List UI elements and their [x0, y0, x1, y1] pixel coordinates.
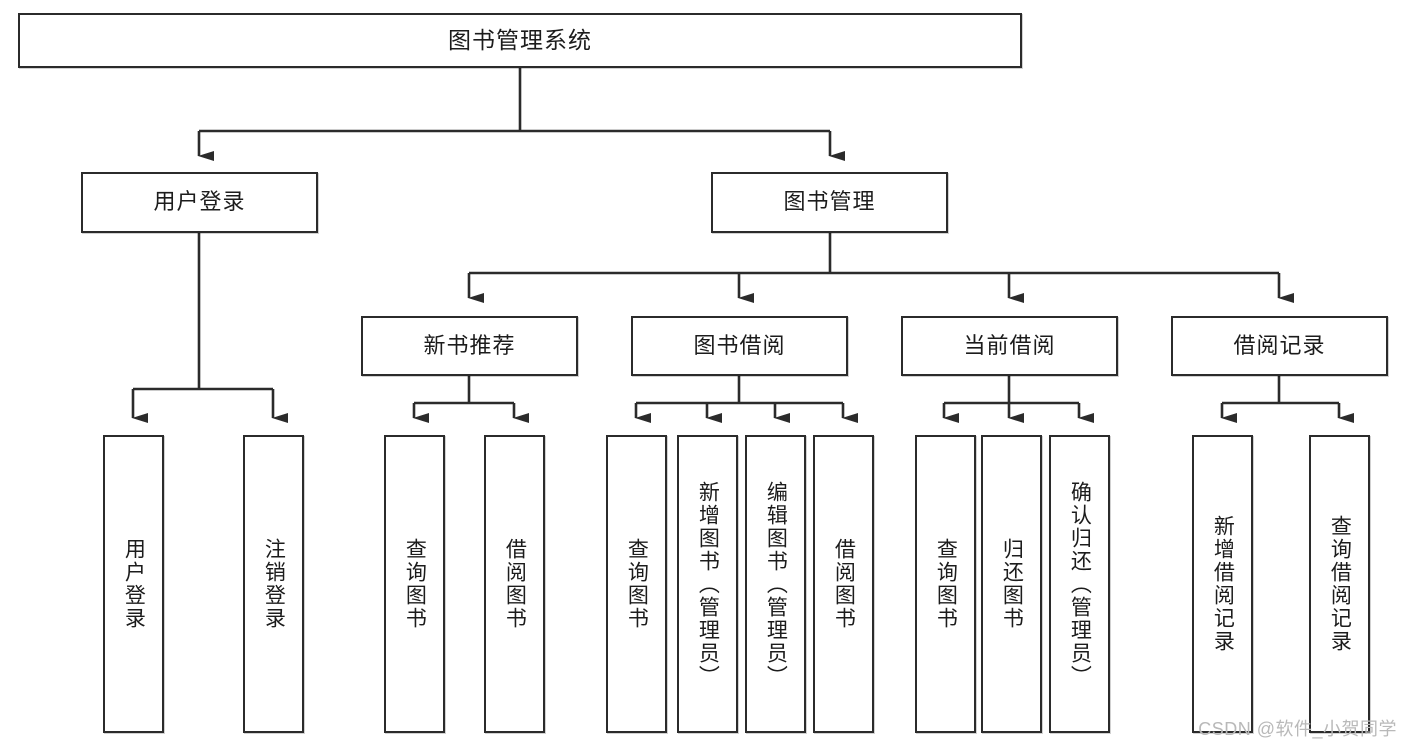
- node-label: 新增借阅记录: [1211, 515, 1235, 653]
- node-borrow-records[interactable]: 借阅记录: [1171, 316, 1388, 376]
- node-label: 借阅图书: [503, 538, 527, 630]
- leaf-return-books[interactable]: 归还图书: [981, 435, 1042, 733]
- leaf-add-book-admin[interactable]: 新增图书（管理员）: [677, 435, 738, 733]
- leaf-query-borrow-record[interactable]: 查询借阅记录: [1309, 435, 1370, 733]
- node-current-borrowing[interactable]: 当前借阅: [901, 316, 1118, 376]
- leaf-user-login[interactable]: 用户登录: [103, 435, 164, 733]
- node-label: 用户登录: [122, 538, 146, 630]
- node-label: 确认归还（管理员）: [1068, 480, 1092, 688]
- leaf-query-books-recommendation[interactable]: 查询图书: [384, 435, 445, 733]
- node-label: 用户登录: [153, 189, 246, 215]
- node-label: 借阅图书: [832, 538, 856, 630]
- node-book-management[interactable]: 图书管理: [711, 172, 948, 233]
- leaf-edit-book-admin[interactable]: 编辑图书（管理员）: [745, 435, 806, 733]
- leaf-add-borrow-record[interactable]: 新增借阅记录: [1192, 435, 1253, 733]
- leaf-query-books-borrowing[interactable]: 查询图书: [606, 435, 667, 733]
- leaf-query-books-current[interactable]: 查询图书: [915, 435, 976, 733]
- node-label: 新增图书（管理员）: [696, 480, 720, 688]
- node-label: 当前借阅: [963, 332, 1056, 358]
- node-label: 查询借阅记录: [1328, 515, 1352, 653]
- leaf-confirm-return-admin[interactable]: 确认归还（管理员）: [1049, 435, 1110, 733]
- node-label: 图书管理系统: [448, 26, 592, 53]
- node-book-borrowing[interactable]: 图书借阅: [631, 316, 848, 376]
- watermark: CSDN @软件_小贺同学: [1198, 719, 1397, 739]
- node-label: 查询图书: [403, 538, 427, 630]
- node-label: 编辑图书（管理员）: [764, 480, 788, 688]
- node-label: 查询图书: [934, 538, 958, 630]
- leaf-borrow-books-recommendation[interactable]: 借阅图书: [484, 435, 545, 733]
- leaf-logout[interactable]: 注销登录: [243, 435, 304, 733]
- node-user-login[interactable]: 用户登录: [81, 172, 318, 233]
- node-label: 新书推荐: [423, 332, 516, 358]
- node-label: 图书管理: [783, 189, 876, 215]
- node-label: 归还图书: [1000, 538, 1024, 630]
- node-label: 借阅记录: [1233, 332, 1326, 358]
- node-label: 注销登录: [262, 538, 286, 630]
- leaf-borrow-books[interactable]: 借阅图书: [813, 435, 874, 733]
- node-root-book-management-system[interactable]: 图书管理系统: [18, 13, 1022, 68]
- node-label: 图书借阅: [693, 332, 786, 358]
- node-new-book-recommendation[interactable]: 新书推荐: [361, 316, 578, 376]
- node-label: 查询图书: [625, 538, 649, 630]
